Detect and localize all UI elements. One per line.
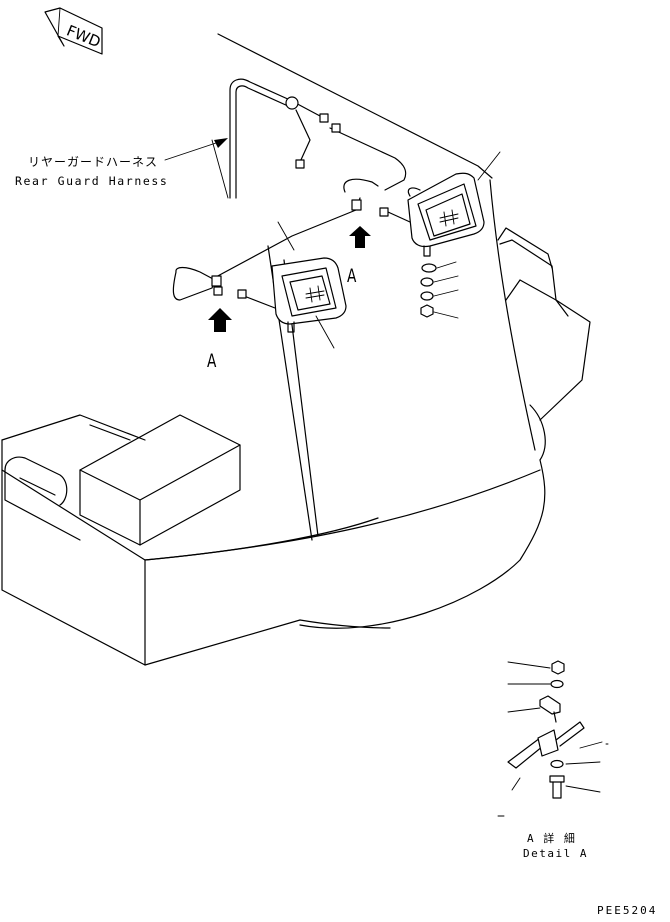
view-label-a-lower: A bbox=[207, 350, 217, 372]
detail-a-view bbox=[497, 660, 609, 817]
lamp-hardware bbox=[420, 261, 459, 319]
rear-lamp-right bbox=[407, 151, 501, 257]
harness-leader bbox=[164, 138, 228, 161]
fwd-arrow-icon bbox=[44, 7, 103, 55]
harness-label-en: Rear Guard Harness bbox=[15, 174, 169, 188]
view-label-a-upper: A bbox=[347, 265, 357, 287]
harness-label-jp: リヤーガードハーネス bbox=[28, 155, 159, 169]
rear-guard-harness bbox=[172, 78, 421, 309]
detail-a-title-en: Detail A bbox=[523, 847, 588, 860]
drawing-code: PEE5204 bbox=[597, 904, 658, 917]
rear-lamp-left bbox=[271, 221, 347, 349]
rear-guard-body bbox=[1, 33, 591, 666]
view-arrow-a-lower bbox=[208, 308, 232, 332]
view-arrow-a-upper bbox=[349, 226, 371, 248]
detail-a-title-jp: A 詳 細 bbox=[527, 832, 577, 845]
